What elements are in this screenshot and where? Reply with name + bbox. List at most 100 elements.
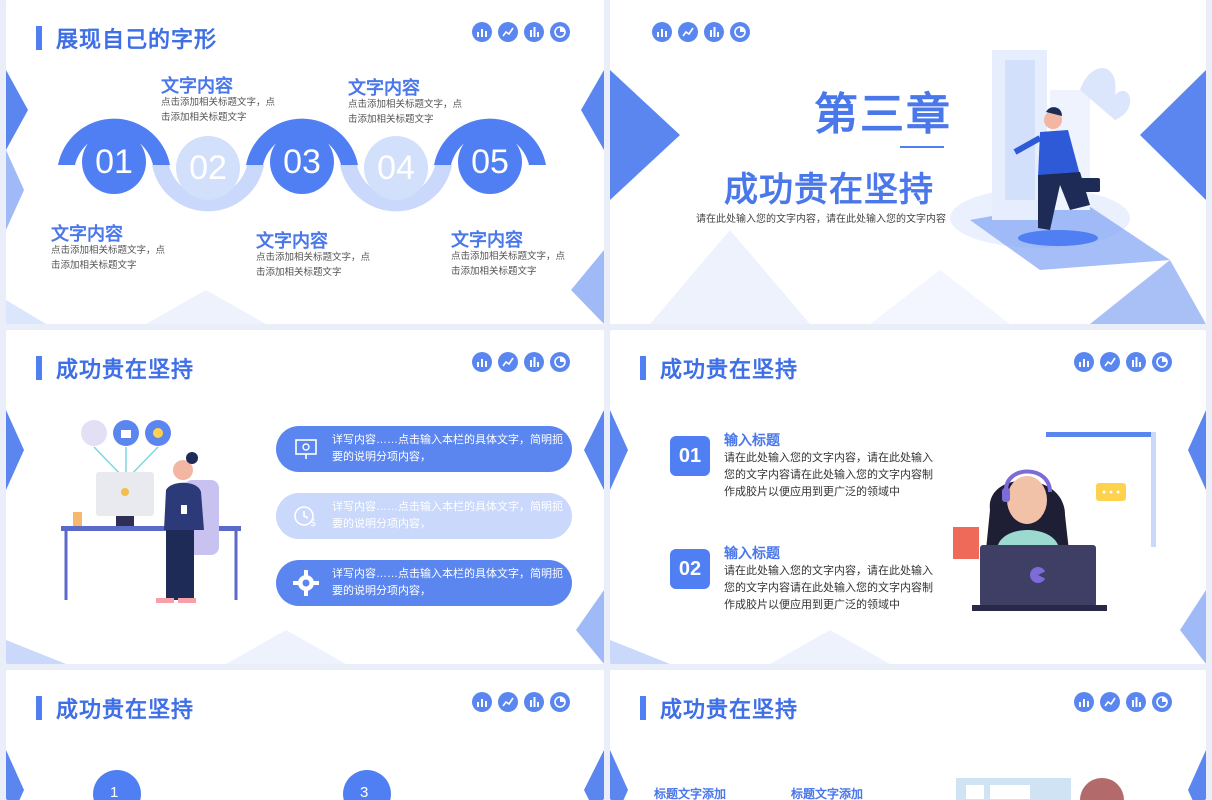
- item-text: 请在此处输入您的文字内容，请在此处输入您的文字内容请在此处输入您的文字内容制作成…: [724, 565, 933, 611]
- gear-icon: [290, 567, 322, 599]
- slide-header: 成功贵在坚持: [36, 352, 194, 384]
- slide-background-shapes: [6, 70, 604, 324]
- pie-chart-icon[interactable]: [1152, 352, 1172, 372]
- slide-3[interactable]: 成功贵在坚持: [6, 330, 604, 664]
- item-heading: 文字内容: [51, 224, 123, 244]
- pill-text: 详写内容……点击输入本栏的具体文字，简明扼要的说明分项内容，: [332, 501, 563, 530]
- pill-text: 详写内容……点击输入本栏的具体文字，简明扼要的说明分项内容，: [332, 434, 563, 463]
- title-accent-bar: [640, 696, 646, 720]
- presentation-icon: [290, 433, 322, 465]
- line-chart-icon[interactable]: [1100, 692, 1120, 712]
- item-heading: 输入标题: [724, 545, 780, 561]
- info-pill[interactable]: 详写内容……点击输入本栏的具体文字，简明扼要的说明分项内容，: [276, 426, 572, 472]
- item-text: 点击添加相关标题文字，点击添加相关标题文字: [348, 99, 463, 125]
- toolbar-icons: [472, 352, 570, 372]
- slide-header: 展现自己的字形: [36, 22, 217, 54]
- column-chart-icon[interactable]: [704, 22, 724, 42]
- item-text: 点击添加相关标题文字，点击添加相关标题文字: [161, 97, 276, 123]
- step-number: 1: [110, 784, 119, 800]
- ring-04: 04: [364, 136, 428, 200]
- chapter-subtitle: 成功贵在坚持: [724, 171, 934, 209]
- column-chart-icon[interactable]: [524, 352, 544, 372]
- slide-title: 展现自己的字形: [56, 27, 218, 52]
- ring-arcs: [58, 118, 546, 212]
- line-chart-icon[interactable]: [498, 22, 518, 42]
- toolbar-icons: [1074, 692, 1172, 712]
- heading-label: 标题文字添加: [654, 787, 727, 800]
- bar-chart-icon[interactable]: [472, 22, 492, 42]
- title-accent-bar: [36, 26, 42, 50]
- pie-chart-icon[interactable]: [1152, 692, 1172, 712]
- slide-header: 成功贵在坚持: [640, 692, 798, 724]
- heading-label: 标题文字添加: [791, 787, 864, 800]
- pill-text: 详写内容……点击输入本栏的具体文字，简明扼要的说明分项内容，: [332, 568, 563, 597]
- pie-chart-icon[interactable]: [730, 22, 750, 42]
- bar-chart-icon[interactable]: [652, 22, 672, 42]
- line-chart-icon[interactable]: [498, 692, 518, 712]
- svg-text:$: $: [310, 518, 316, 529]
- pie-chart-icon[interactable]: [550, 352, 570, 372]
- ring-01: 01: [82, 130, 146, 194]
- item-number: 01: [670, 436, 710, 476]
- item-heading: 文字内容: [161, 76, 233, 96]
- office-worker-illustration: [61, 420, 241, 603]
- bar-chart-icon[interactable]: [1074, 692, 1094, 712]
- item-heading: 文字内容: [348, 78, 420, 98]
- info-pill[interactable]: 详写内容……点击输入本栏的具体文字，简明扼要的说明分项内容，: [276, 560, 572, 606]
- pie-chart-icon[interactable]: [550, 22, 570, 42]
- column-chart-icon[interactable]: [524, 22, 544, 42]
- pie-chart-icon[interactable]: [550, 692, 570, 712]
- ring-02: 02: [176, 136, 240, 200]
- slide-background-shapes: [610, 750, 1206, 800]
- slide-background-shapes: [6, 410, 604, 664]
- line-chart-icon[interactable]: [498, 352, 518, 372]
- slide-title: 成功贵在坚持: [56, 697, 195, 722]
- slide-background-shapes: [610, 70, 1206, 324]
- chapter-description: 请在此处输入您的文字内容，请在此处输入您的文字内容: [696, 214, 946, 225]
- toolbar-icons: [472, 692, 570, 712]
- toolbar-icons: [1074, 352, 1172, 372]
- divider: [900, 146, 944, 148]
- info-pill[interactable]: $ 详写内容……点击输入本栏的具体文字，简明扼要的说明分项内容，: [276, 493, 572, 539]
- ring-05: 05: [458, 130, 522, 194]
- bar-chart-icon[interactable]: [1074, 352, 1094, 372]
- item-heading: 文字内容: [256, 231, 328, 251]
- money-clock-icon: $: [290, 500, 322, 532]
- column-chart-icon[interactable]: [1126, 352, 1146, 372]
- item-heading: 文字内容: [451, 230, 523, 250]
- slide-6[interactable]: 成功贵在坚持 标题文字添加 标题文字添加: [610, 670, 1206, 800]
- bar-chart-icon[interactable]: [472, 692, 492, 712]
- line-chart-icon[interactable]: [678, 22, 698, 42]
- chapter-title: 第三章: [814, 90, 952, 139]
- ring-03: 03: [270, 130, 334, 194]
- item-heading: 输入标题: [724, 432, 780, 448]
- title-accent-bar: [640, 356, 646, 380]
- slide-4[interactable]: 成功贵在坚持 01 输入标题 请在此处输入您的文字内容，请在此处输入您的文字内容…: [610, 330, 1206, 664]
- slide-5[interactable]: 成功贵在坚持 1 3: [6, 670, 604, 800]
- slide-title: 成功贵在坚持: [56, 357, 195, 382]
- slide-header: 成功贵在坚持: [640, 352, 798, 384]
- slide-title: 成功贵在坚持: [660, 697, 799, 722]
- slide-background-shapes: [6, 750, 604, 800]
- slide-2[interactable]: 第三章 成功贵在坚持 请在此处输入您的文字内容，请在此处输入您的文字内容: [610, 0, 1206, 324]
- slide-header: 成功贵在坚持: [36, 692, 194, 724]
- businessman-illustration: [950, 50, 1170, 270]
- bar-chart-icon[interactable]: [472, 352, 492, 372]
- item-text: 请在此处输入您的文字内容，请在此处输入您的文字内容请在此处输入您的文字内容制作成…: [724, 452, 933, 498]
- title-accent-bar: [36, 356, 42, 380]
- title-accent-bar: [36, 696, 42, 720]
- slide-background-shapes: [610, 410, 1206, 664]
- line-chart-icon[interactable]: [1100, 352, 1120, 372]
- column-chart-icon[interactable]: [524, 692, 544, 712]
- slide-title: 成功贵在坚持: [660, 357, 799, 382]
- item-text: 点击添加相关标题文字，点击添加相关标题文字: [256, 252, 371, 278]
- step-number: 3: [360, 784, 369, 800]
- item-text: 点击添加相关标题文字，点击添加相关标题文字: [451, 251, 566, 277]
- column-chart-icon[interactable]: [1126, 692, 1146, 712]
- slide-1[interactable]: 展现自己的字形 01 02 03 04 05 文字内容 点击添加相关标题文字，点…: [6, 0, 604, 324]
- toolbar-icons: [472, 22, 570, 42]
- toolbar-icons: [652, 22, 750, 42]
- item-text: 点击添加相关标题文字，点击添加相关标题文字: [51, 245, 166, 271]
- support-agent-illustration: [953, 432, 1156, 611]
